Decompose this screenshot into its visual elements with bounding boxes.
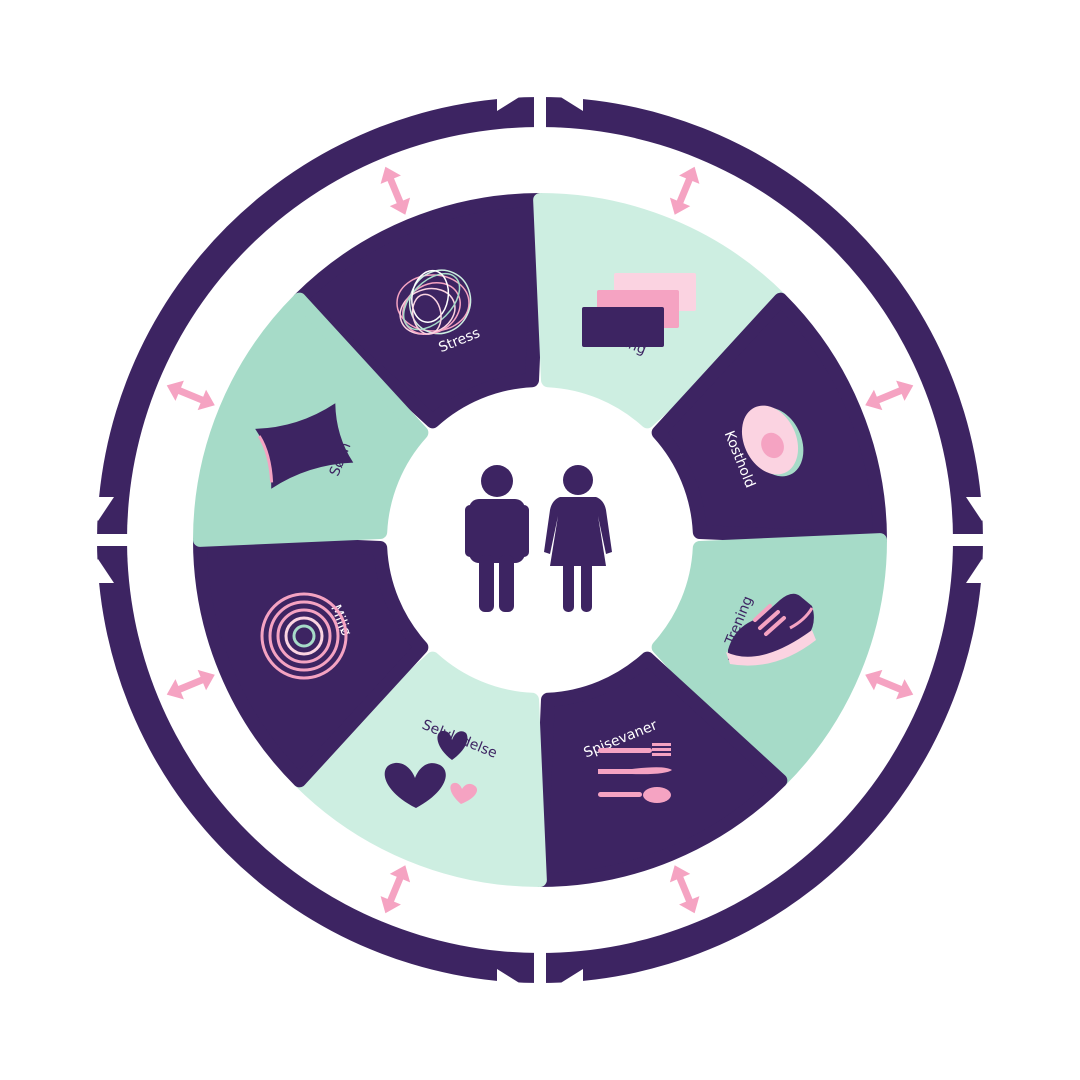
triangle-right-icon: [497, 969, 521, 999]
double-arrow-icon: [166, 669, 215, 700]
double-arrow-icon: [865, 669, 914, 700]
woman-icon: [544, 465, 612, 612]
scribble-icon: [396, 269, 472, 335]
cards-icon: [582, 273, 696, 347]
triangle-down-icon: [966, 497, 998, 521]
triangle-up-icon: [82, 559, 114, 583]
sneaker-icon: [726, 593, 816, 666]
segment-selvledelse: [292, 651, 547, 887]
ring-gap-left: [85, 534, 135, 546]
ring-gap-top: [534, 85, 546, 135]
double-arrow-icon: [166, 380, 215, 411]
avocado-icon: [741, 405, 804, 477]
double-arrow-icon: [865, 380, 914, 411]
double-arrow-icon: [669, 166, 700, 215]
ring-gap-bottom: [534, 945, 546, 995]
triangle-left-icon: [559, 81, 583, 111]
hearts-icon: [384, 730, 478, 808]
cutlery-icon: [598, 743, 672, 803]
segment-stress: [292, 193, 547, 429]
pillow-icon: [255, 403, 354, 489]
triangle-left-icon: [559, 969, 583, 999]
double-arrow-icon: [380, 865, 411, 914]
triangle-down-icon: [82, 497, 114, 521]
ring-gap-right: [945, 534, 995, 546]
arrow-group: [166, 166, 914, 914]
triangle-up-icon: [966, 559, 998, 583]
double-arrow-icon: [380, 166, 411, 215]
center-hub: [390, 390, 690, 690]
man-icon: [465, 465, 529, 612]
double-arrow-icon: [669, 865, 700, 914]
target-icon: [260, 592, 348, 680]
triangle-right-icon: [497, 81, 521, 111]
